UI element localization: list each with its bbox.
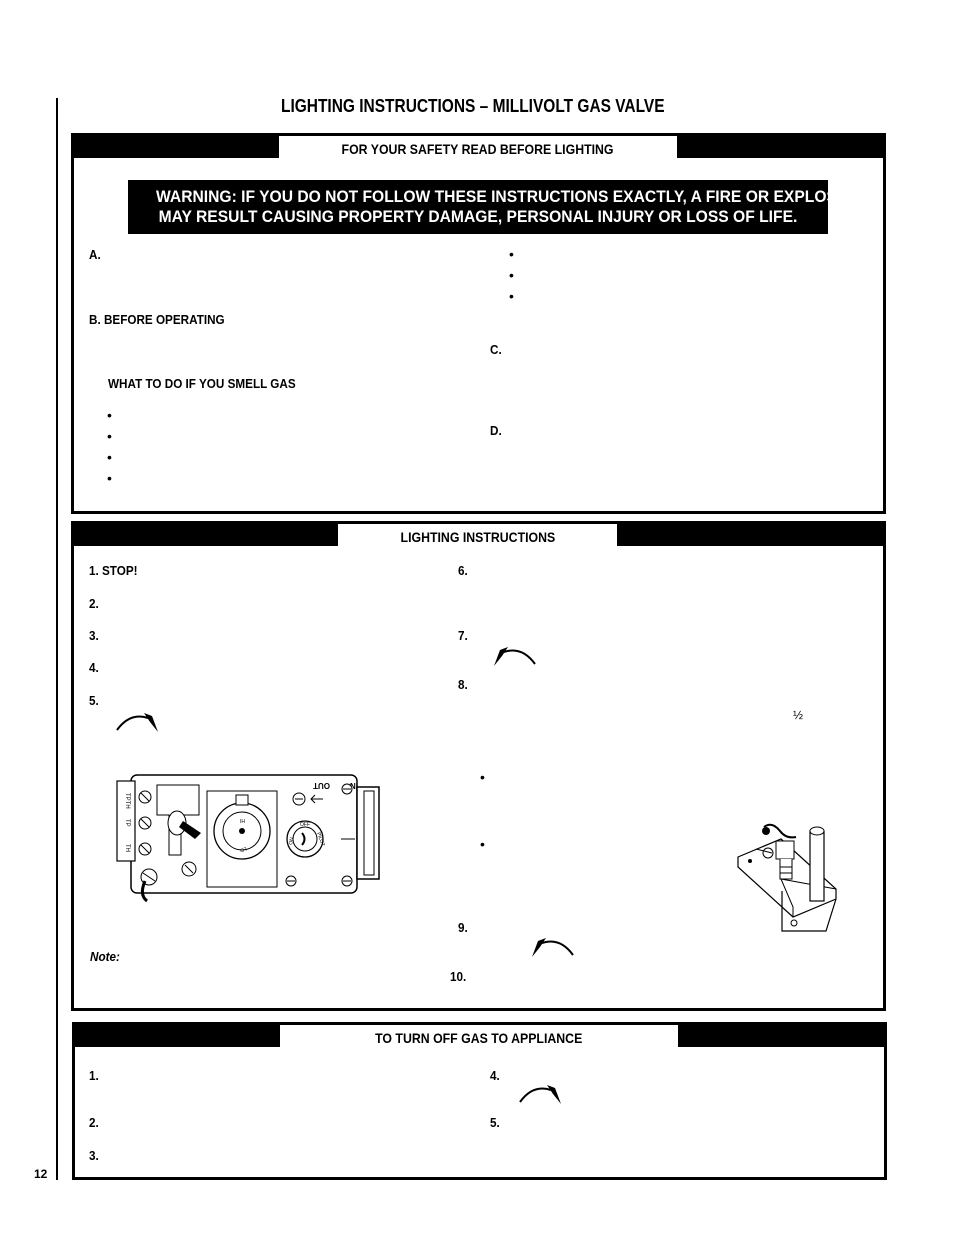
page-title: LIGHTING INSTRUCTIONS – MILLIVOLT GAS VA… — [281, 96, 665, 116]
list-bullet: • — [509, 246, 514, 262]
list-bullet: • — [107, 428, 112, 444]
safety-panel: FOR YOUR SAFETY READ BEFORE LIGHTING WAR… — [71, 133, 886, 514]
turn-off-panel: TO TURN OFF GAS TO APPLIANCE 1. 2. 3. 4.… — [72, 1022, 887, 1180]
step-4-label: 4. — [89, 660, 99, 675]
label-hi: HI — [240, 817, 245, 823]
label-lo: LO — [239, 845, 247, 853]
item-a-label: A. — [89, 247, 101, 262]
step-1-label: 1. STOP! — [89, 563, 138, 578]
knob-label-on: ON — [288, 837, 295, 846]
panel-header-tab: LIGHTING INSTRUCTIONS — [338, 524, 617, 550]
list-bullet: • — [509, 288, 514, 304]
list-bullet: • — [107, 449, 112, 465]
margin-rule — [56, 98, 58, 1180]
list-bullet: • — [107, 470, 112, 486]
lighting-panel: LIGHTING INSTRUCTIONS 1. STOP! 2. 3. 4. … — [71, 521, 886, 1011]
turn-off-step-2-label: 2. — [89, 1115, 99, 1130]
warning-line-1: WARNING: IF YOU DO NOT FOLLOW THESE INST… — [156, 187, 865, 206]
smell-gas-heading: WHAT TO DO IF YOU SMELL GAS — [108, 376, 296, 391]
step-10-label: 10. — [450, 969, 467, 984]
rotate-counterclockwise-arrow-icon — [494, 647, 536, 666]
list-bullet: • — [107, 407, 112, 423]
panel-header-tab: TO TURN OFF GAS TO APPLIANCE — [280, 1025, 678, 1051]
gas-valve-illustration: TPTH TP TH HI LO OFF PILOT ON OUT IN — [116, 774, 380, 903]
list-bullet: • — [480, 769, 485, 785]
panel-header-tab: FOR YOUR SAFETY READ BEFORE LIGHTING — [279, 136, 677, 162]
step-2-label: 2. — [89, 596, 99, 611]
turn-off-step-3-label: 3. — [89, 1148, 99, 1163]
rotate-clockwise-arrow-icon — [519, 1085, 561, 1104]
page-number: 12 — [34, 1167, 48, 1181]
terminal-label-th: TH — [124, 844, 130, 852]
rotate-clockwise-arrow-icon — [116, 713, 158, 732]
safety-header: FOR YOUR SAFETY READ BEFORE LIGHTING — [342, 141, 614, 157]
rotate-counterclockwise-arrow-icon — [532, 938, 574, 957]
step-6-label: 6. — [458, 563, 468, 578]
list-bullet: • — [509, 267, 514, 283]
terminal-label-tpth: TPTH — [124, 793, 130, 809]
item-d-label: D. — [490, 423, 502, 438]
terminal-label-tp: TP — [124, 819, 130, 827]
list-bullet: • — [480, 836, 485, 852]
knob-label-pilot: PILOT — [315, 832, 326, 848]
pilot-assembly-illustration — [737, 823, 837, 932]
item-b-label: B. BEFORE OPERATING — [89, 312, 225, 327]
warning-box: WARNING: IF YOU DO NOT FOLLOW THESE INST… — [128, 180, 865, 234]
knob-label-off: OFF — [300, 822, 310, 828]
item-c-label: C. — [490, 342, 502, 357]
warning-line-2: MAY RESULT CAUSING PROPERTY DAMAGE, PERS… — [158, 207, 798, 226]
turn-off-step-5-label: 5. — [490, 1115, 500, 1130]
turn-off-header: TO TURN OFF GAS TO APPLIANCE — [375, 1030, 583, 1046]
step-5-label: 5. — [89, 693, 99, 708]
half-fraction: ½ — [793, 708, 804, 722]
step-3-label: 3. — [89, 628, 99, 643]
port-label-out: OUT — [313, 781, 330, 790]
turn-off-step-4-label: 4. — [490, 1068, 500, 1083]
step-7-label: 7. — [458, 628, 468, 643]
turn-off-step-1-label: 1. — [89, 1068, 99, 1083]
step-9-label: 9. — [458, 920, 468, 935]
step-8-label: 8. — [458, 677, 468, 692]
lighting-header: LIGHTING INSTRUCTIONS — [400, 529, 555, 545]
port-label-in: IN — [350, 781, 358, 790]
note-label: Note: — [90, 949, 120, 964]
